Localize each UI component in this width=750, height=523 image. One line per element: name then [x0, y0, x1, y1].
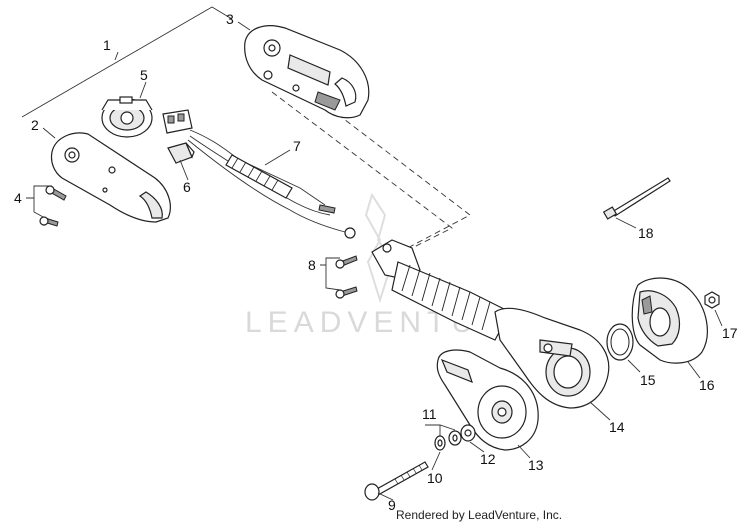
callout-2: 2 — [31, 117, 39, 133]
callout-17: 17 — [722, 325, 738, 341]
o-ring — [606, 323, 634, 361]
side-cover — [436, 349, 539, 451]
callout-11: 11 — [422, 406, 437, 422]
callout-16: 16 — [699, 377, 715, 393]
callouts: 1 2 3 4 5 6 7 8 9 10 11 12 13 14 15 16 1… — [14, 11, 738, 513]
callout-8: 8 — [308, 257, 316, 273]
dashed-guides — [271, 77, 471, 259]
callout-7: 7 — [293, 138, 301, 154]
end-cap — [631, 277, 708, 364]
handle-tube — [371, 239, 610, 409]
assembly-leader-1 — [21, 6, 233, 118]
callout-1: 1 — [103, 37, 111, 53]
leader-lines — [42, 21, 723, 501]
watermark-logo — [364, 192, 394, 304]
screws-8 — [320, 255, 358, 299]
washers — [425, 424, 476, 451]
callout-4: 4 — [14, 190, 22, 206]
long-bolt — [364, 461, 429, 501]
wire-clip — [167, 142, 195, 164]
callout-13: 13 — [528, 457, 544, 473]
cable-tie — [602, 177, 671, 220]
wire-harness — [187, 129, 356, 239]
connector-block — [162, 109, 193, 134]
callout-18: 18 — [638, 225, 654, 241]
callout-6: 6 — [183, 179, 191, 195]
nut — [704, 291, 720, 309]
render-credit: Rendered by LeadVenture, Inc. — [396, 508, 562, 522]
callout-14: 14 — [609, 419, 625, 435]
screws-4 — [26, 185, 67, 227]
callout-3: 3 — [226, 11, 234, 27]
switch-motor — [101, 96, 153, 138]
callout-5: 5 — [140, 67, 148, 83]
lower-housing — [50, 132, 171, 223]
callout-15: 15 — [640, 372, 656, 388]
upper-housing — [244, 25, 370, 119]
callout-12: 12 — [480, 451, 496, 467]
callout-10: 10 — [427, 470, 443, 486]
callout-9: 9 — [388, 497, 396, 513]
